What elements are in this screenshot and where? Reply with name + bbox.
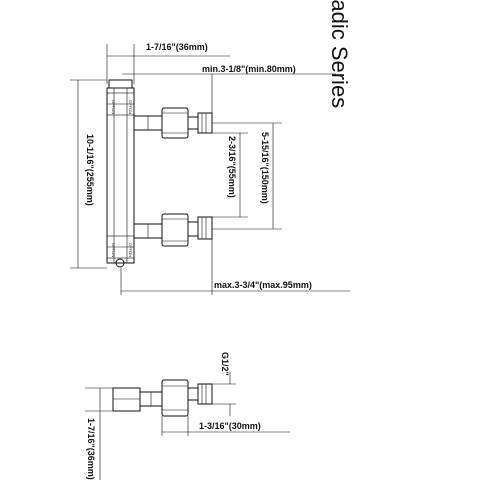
bottom-switch-marks: OFF ON OFF ON bbox=[111, 243, 133, 257]
side-width-label: 1-3/16"(30mm) bbox=[199, 421, 261, 431]
bottom-mark-4: ON bbox=[128, 251, 133, 257]
center-distance-label: 5-15/16"(150mm) bbox=[260, 132, 270, 204]
port-offset-label: 2-3/16"(55mm) bbox=[227, 136, 237, 198]
front-view: OFF ON OFF ON OFF ON OFF ON bbox=[70, 0, 352, 295]
dim-max-length: max.3-3/4"(max.95mm) bbox=[120, 239, 350, 295]
top-switch-marks: OFF ON OFF ON bbox=[111, 100, 133, 114]
dim-min-length: min.3-1/8"(min.80mm) bbox=[122, 64, 336, 113]
dim-side-width: 1-3/16"(30mm) bbox=[161, 416, 290, 436]
dim-side-height: 1-7/16"(36mm) bbox=[85, 387, 113, 480]
max-length-label: max.3-3/4"(max.95mm) bbox=[214, 280, 312, 290]
min-length-label: min.3-1/8"(min.80mm) bbox=[202, 64, 296, 74]
top-mark-3: OFF bbox=[128, 100, 133, 109]
side-height-label: 1-7/16"(36mm) bbox=[86, 418, 96, 480]
bottom-mark-2: ON bbox=[111, 251, 116, 257]
dim-overall-height: 10-1/16"(255mm) bbox=[70, 79, 107, 269]
top-mark-2: ON bbox=[111, 108, 116, 114]
series-title: Quadic Series bbox=[327, 0, 352, 108]
lower-connection bbox=[133, 213, 213, 247]
dim-center-distance: 5-15/16"(150mm) bbox=[212, 122, 282, 230]
thread-label: G1/2" bbox=[220, 352, 230, 376]
side-part bbox=[112, 379, 213, 417]
upper-connection bbox=[133, 107, 213, 139]
top-mark-1: OFF bbox=[111, 100, 116, 109]
side-view: G1/2" 1-3/16"(30mm) 1-7/16"(36mm) bbox=[85, 352, 290, 480]
top-width-label: 1-7/16"(36mm) bbox=[146, 42, 208, 52]
top-mark-4: ON bbox=[128, 108, 133, 114]
gauge-tube bbox=[106, 79, 135, 268]
bottom-mark-1: OFF bbox=[111, 243, 116, 252]
dim-thread: G1/2" bbox=[212, 352, 236, 416]
dim-port-offset: 2-3/16"(55mm) bbox=[212, 132, 248, 218]
dim-top-width: 1-7/16"(36mm) bbox=[106, 42, 230, 84]
overall-height-label: 10-1/16"(255mm) bbox=[85, 134, 95, 206]
bottom-mark-3: OFF bbox=[128, 243, 133, 252]
